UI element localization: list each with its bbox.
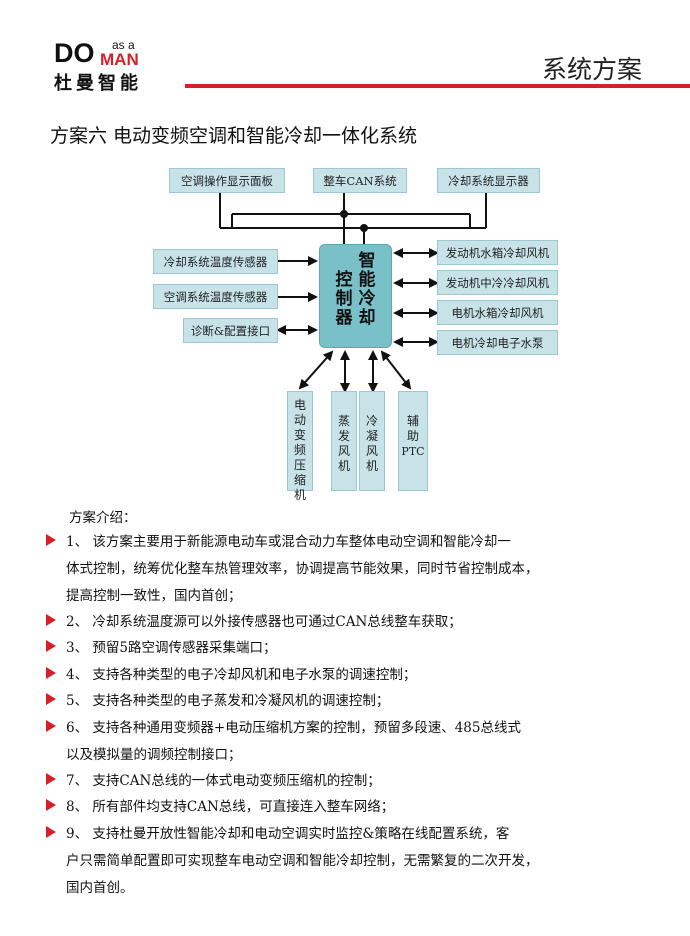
bullet-triangle-icon (46, 640, 56, 652)
bullet-triangle-icon (46, 826, 56, 838)
section-title: 方案六 电动变频空调和智能冷却一体化系统 (50, 125, 418, 147)
brand-logo: DO as a MAN 杜曼智能 (54, 38, 164, 94)
controller-label-col1: 控 制 器 (335, 270, 353, 328)
logo-asa: as a (112, 38, 135, 52)
box-engine-intercooler-fan: 发动机中冷冷却风机 (437, 270, 558, 295)
box-condenser-fan: 冷凝风机 (359, 391, 385, 491)
box-ac-temp-sensor: 空调系统温度传感器 (153, 284, 278, 309)
box-cooling-display: 冷却系统显示器 (437, 168, 540, 193)
header-title: 系统方案 (541, 55, 642, 84)
controller-label-col2: 智 能 冷 却 (358, 251, 376, 328)
box-vehicle-can: 整车CAN系统 (313, 168, 407, 193)
bullet-triangle-icon (46, 773, 56, 785)
smart-cooling-controller: 控 制 器 智 能 冷 却 (319, 244, 392, 348)
box-ac-panel: 空调操作显示面板 (169, 168, 285, 193)
box-engine-radiator-fan: 发动机水箱冷却风机 (437, 240, 558, 265)
box-motor-radiator-fan: 电机水箱冷却风机 (437, 300, 558, 325)
intro-title: 方案介绍： (69, 510, 137, 526)
diagram-connectors (219, 193, 487, 393)
box-motor-water-pump: 电机冷却电子水泵 (437, 330, 558, 355)
box-cooling-temp-sensor: 冷却系统温度传感器 (153, 249, 278, 274)
bullet-triangle-icon (46, 720, 56, 732)
logo-man: MAN (100, 50, 139, 68)
bullet-triangle-icon (46, 614, 56, 626)
box-evaporator-fan: 蒸发风机 (331, 391, 357, 491)
bullet-triangle-icon (46, 693, 56, 705)
bullet-triangle-icon (46, 534, 56, 546)
brand-logo-mark: DO as a MAN (54, 38, 139, 68)
header-divider (185, 84, 690, 88)
brand-name: 杜曼智能 (54, 73, 142, 94)
bullet-triangle-icon (46, 799, 56, 811)
box-electric-compressor: 电动变频压缩机 (287, 391, 313, 502)
logo-do: DO (54, 38, 95, 68)
box-diag-config-port: 诊断&配置接口 (183, 318, 278, 343)
bullet-triangle-icon (46, 667, 56, 679)
